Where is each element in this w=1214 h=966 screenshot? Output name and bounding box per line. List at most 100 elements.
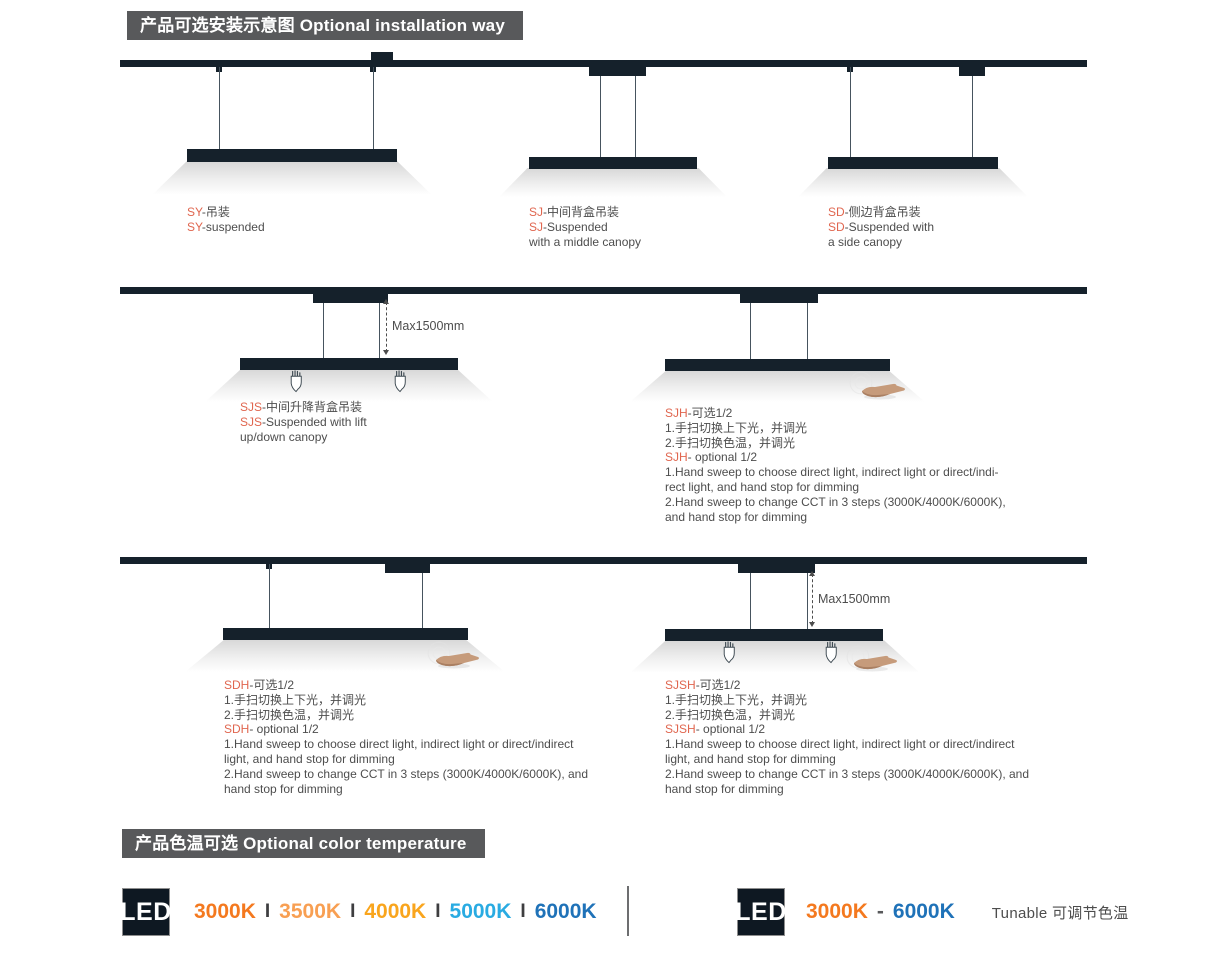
sweep-swirl-icon: [849, 371, 873, 395]
diagram-label-sy: SY-吊装 SY-suspended: [187, 205, 265, 235]
text-line: light, and hand stop for dimming: [665, 751, 836, 766]
text-line: up/down canopy: [240, 430, 328, 444]
text-line: with a middle canopy: [529, 235, 642, 249]
measure-label: Max1500mm: [392, 319, 465, 333]
text-line: 1.Hand sweep to choose direct light, ind…: [224, 737, 574, 752]
hand-sensor-icon: [723, 641, 735, 664]
suspension-wire: [635, 76, 636, 157]
suspension-wire: [323, 303, 324, 358]
text-line: 2.手扫切换色温，并调光: [224, 707, 355, 722]
lamp-bar: [223, 628, 468, 640]
label-text: -中间背盒吊装: [543, 205, 620, 219]
lamp-bar: [529, 157, 697, 169]
lift-canopy: [313, 294, 388, 303]
cct-option-4000k: 4000K: [364, 900, 427, 923]
text-line: 1.手扫切换上下光，并调光: [665, 420, 808, 435]
ceiling-track: [120, 287, 1087, 294]
text-line: 1.手扫切换上下光，并调光: [224, 692, 367, 707]
text-line: hand stop for dimming: [665, 781, 784, 796]
text-line: 2.手扫切换色温，并调光: [665, 435, 796, 450]
label-text: -中间升降背盒吊装: [262, 400, 363, 414]
suspension-wire: [972, 76, 973, 157]
arrow-down-icon: [383, 350, 389, 355]
model-prefix: SJS: [240, 400, 263, 414]
tunable-to: 6000K: [892, 900, 955, 923]
text-line: 2.Hand sweep to change CCT in 3 steps (3…: [224, 766, 589, 781]
text-line: 1.Hand sweep to choose direct light, ind…: [665, 465, 999, 480]
text-line: SJS-Suspended with lift: [240, 415, 367, 430]
label-text: -可选1/2: [249, 678, 295, 692]
light-beam: [499, 168, 727, 197]
model-prefix: SDH: [224, 678, 250, 692]
suspension-wire: [600, 76, 601, 157]
arrow-up-icon: [809, 571, 815, 576]
text-line: and hand stop for dimming: [665, 509, 808, 524]
lamp-bar: [828, 157, 998, 169]
label-text: -吊装: [201, 205, 230, 219]
cct-separator: I: [264, 901, 271, 922]
model-prefix: SJSH: [665, 722, 696, 737]
light-beam: [185, 639, 505, 672]
tunable-note: Tunable 可调节色温: [991, 904, 1129, 922]
text-line: SJ-中间背盒吊装: [529, 205, 641, 220]
label-text: -Suspended: [543, 220, 608, 234]
power-feed-box: [371, 52, 393, 60]
lift-canopy: [738, 564, 815, 573]
text-line: SDH-可选1/2: [224, 678, 588, 693]
label-text: -可选1/2: [695, 678, 741, 692]
hand-sweep-photo: [436, 652, 479, 669]
diagram-desc-sdh: SDH-可选1/2 1.手扫切换上下光，并调光 2.手扫切换色温，并调光 SDH…: [224, 678, 588, 796]
model-prefix: SJ: [529, 205, 544, 219]
hand-sweep-photo: [862, 383, 905, 400]
text-line: rect light, and hand stop for dimming: [665, 479, 860, 494]
ceiling-track: [120, 60, 1087, 67]
hand-sensor-icon: [394, 370, 406, 393]
text-line: SY-suspended: [187, 220, 265, 235]
model-prefix: SJ: [529, 220, 544, 234]
text-line: SJS-中间升降背盒吊装: [240, 400, 367, 415]
hand-sensor-icon: [825, 641, 837, 664]
model-prefix: SD: [828, 220, 845, 234]
vertical-divider: [627, 886, 629, 936]
label-text: -可选1/2: [687, 406, 733, 420]
ceiling-track: [120, 557, 1087, 564]
text-line: SY-吊装: [187, 205, 265, 220]
cct-option-3500k: 3500K: [279, 900, 342, 923]
middle-canopy: [740, 294, 818, 303]
light-beam: [152, 161, 432, 195]
model-prefix: SY: [187, 205, 202, 219]
text-line: SJSH-可选1/2: [665, 678, 1029, 693]
suspension-wire: [750, 573, 751, 629]
text-line: SJ-Suspended: [529, 220, 641, 235]
cct-option-3000k: 3000K: [194, 900, 256, 923]
text-line: a side canopy: [828, 235, 903, 249]
cct-separator: I: [435, 901, 441, 922]
measure-line: [383, 299, 389, 355]
suspension-wire: [269, 564, 270, 628]
hand-sweep-photo: [854, 655, 897, 672]
diagram-desc-sjh: SJH-可选1/2 1.手扫切换上下光，并调光 2.手扫切换色温，并调光 SJH…: [665, 406, 1006, 524]
cct-fixed-options: 3000K I 3500K I 4000K I 5000K I 6000K: [194, 888, 597, 936]
diagram-label-sjs: SJS-中间升降背盒吊装 SJS-Suspended with lift up/…: [240, 400, 367, 445]
cct-separator: I: [350, 901, 356, 922]
side-canopy: [959, 67, 985, 76]
model-prefix: SJH: [665, 450, 688, 465]
led-badge: LED: [120, 888, 171, 936]
label-text: -Suspended with lift: [262, 415, 367, 429]
lamp-bar: [665, 359, 890, 371]
text-line: SJSH- optional 1/2: [665, 722, 1029, 737]
text-line: SD-Suspended with: [828, 220, 934, 235]
diagram-label-sj: SJ-中间背盒吊装 SJ-Suspended with a middle can…: [529, 205, 641, 250]
arrow-up-icon: [383, 299, 389, 304]
model-prefix: SY: [187, 220, 202, 234]
led-badge: LED: [735, 888, 786, 936]
light-beam: [798, 168, 1028, 197]
suspension-wire: [379, 303, 380, 358]
suspension-wire: [850, 67, 851, 157]
suspension-wire: [750, 303, 751, 359]
suspension-wire: [219, 67, 220, 149]
label-text: - optional 1/2: [687, 450, 758, 465]
suspension-wire: [807, 303, 808, 359]
text-line: hand stop for dimming: [224, 781, 343, 796]
